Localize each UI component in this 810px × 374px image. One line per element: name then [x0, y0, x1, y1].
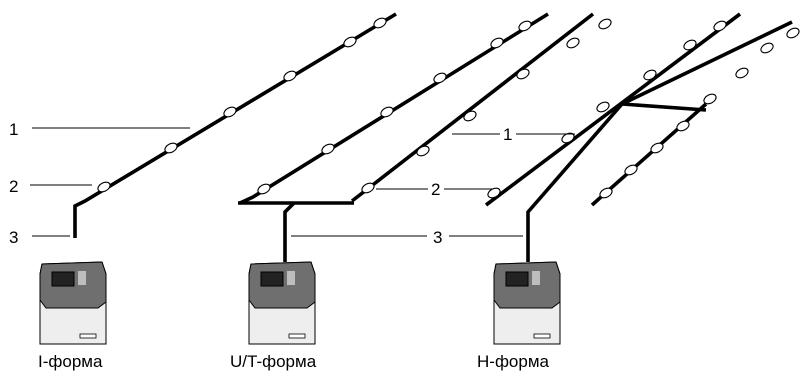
- nozzle: [713, 20, 727, 32]
- nozzle: [598, 18, 612, 30]
- callout-mid-2: 2: [431, 180, 440, 199]
- device-display: [505, 271, 529, 287]
- device-label-plate: [533, 333, 551, 339]
- control-device-ut-form: [248, 261, 316, 345]
- caption-h-form: H-форма: [477, 352, 550, 371]
- nozzle: [487, 187, 501, 199]
- control-device-i-form: [39, 261, 107, 345]
- nozzle: [786, 27, 800, 39]
- nozzle: [343, 36, 357, 48]
- nozzle: [760, 42, 774, 54]
- h-form-feed-pipe: [526, 102, 624, 262]
- nozzle: [518, 20, 532, 32]
- device-label-plate: [79, 333, 97, 339]
- ut-form-system: [238, 12, 595, 262]
- i-form-system: [73, 12, 397, 238]
- callout-lines: [30, 127, 575, 237]
- nozzle: [676, 120, 690, 132]
- nozzle: [490, 37, 504, 49]
- ut-form-pipe-left-branch: [239, 12, 549, 205]
- nozzle: [257, 183, 271, 195]
- nozzle: [283, 70, 297, 82]
- callout-mid-3: 3: [433, 228, 442, 247]
- nozzle: [361, 182, 375, 194]
- caption-ut-form: U/T-форма: [230, 352, 317, 371]
- nozzle: [683, 39, 697, 51]
- nozzle: [624, 164, 638, 176]
- ut-form-pipe-right-branch: [350, 12, 595, 203]
- callout-mid-1: 1: [503, 125, 512, 144]
- nozzle: [223, 106, 237, 118]
- device-display: [260, 271, 284, 287]
- device-keypad: [78, 271, 86, 285]
- nozzle: [650, 142, 664, 154]
- nozzle: [735, 67, 749, 79]
- device-label-plate: [288, 333, 306, 339]
- h-form-pipe-lower-right: [590, 102, 708, 207]
- nozzle-group: [97, 17, 800, 199]
- device-keypad: [287, 271, 295, 285]
- nozzle: [599, 187, 613, 199]
- callout-left-2: 2: [9, 177, 18, 196]
- callout-left-1: 1: [9, 120, 18, 139]
- nozzle: [643, 69, 657, 81]
- nozzle: [416, 145, 430, 157]
- nozzle: [97, 181, 111, 193]
- h-form-pipe-upper-right: [621, 20, 793, 106]
- nozzle: [433, 72, 447, 84]
- nozzle: [380, 106, 394, 118]
- caption-i-form: I-форма: [38, 352, 103, 371]
- ut-form-feed-pipe: [283, 201, 296, 262]
- nozzle: [596, 101, 610, 113]
- nozzle: [321, 143, 335, 155]
- nozzle: [703, 93, 717, 105]
- h-form-crossbar: [621, 102, 707, 112]
- device-display: [51, 271, 75, 287]
- nozzle: [561, 132, 575, 144]
- callout-left-3: 3: [9, 228, 18, 247]
- nozzle: [516, 68, 530, 80]
- nozzle: [373, 17, 387, 29]
- h-form-system: [484, 12, 793, 262]
- device-keypad: [532, 271, 540, 285]
- h-form-pipe-upper-left: [484, 12, 742, 207]
- i-form-pipe: [73, 12, 397, 238]
- nozzle: [566, 37, 580, 49]
- control-device-h-form: [493, 261, 561, 345]
- nozzle: [463, 110, 477, 122]
- nozzle: [164, 142, 178, 154]
